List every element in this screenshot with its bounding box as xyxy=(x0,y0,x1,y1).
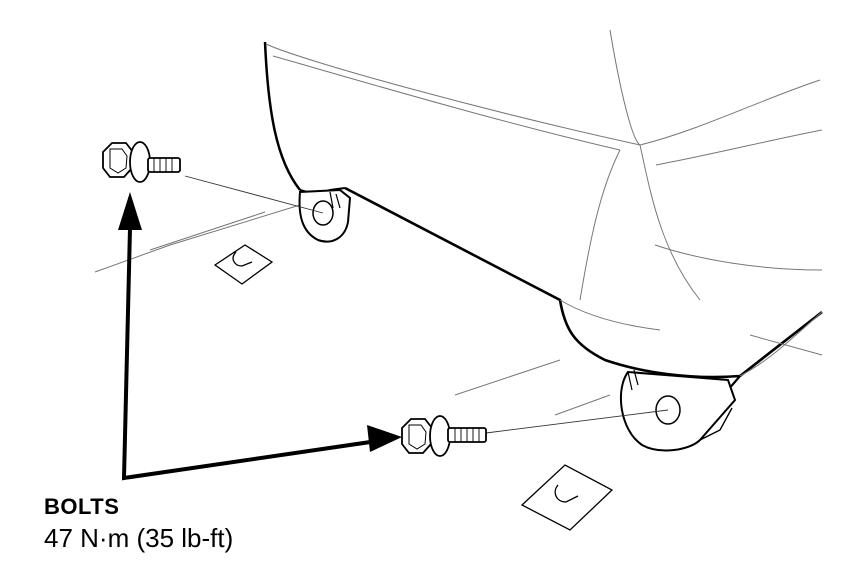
floor-clip-lower xyxy=(520,464,614,531)
callout-title: BOLTS xyxy=(44,494,120,519)
callout-arrows xyxy=(121,227,385,481)
arrow-head-icon xyxy=(367,425,402,452)
torque-spec: 47 N·m (35 lb-ft) xyxy=(44,523,234,553)
floor-clip-upper xyxy=(213,244,274,285)
arrow-head-icon xyxy=(118,192,142,230)
bolt-icon xyxy=(401,415,487,457)
alignment-lines xyxy=(184,175,669,434)
floor-lines xyxy=(94,204,611,416)
body-panel xyxy=(263,41,823,436)
lower-mount-bracket xyxy=(619,369,737,452)
bolt-icon xyxy=(102,141,181,183)
upper-mount-bracket xyxy=(298,188,352,243)
body-contours xyxy=(265,29,823,377)
